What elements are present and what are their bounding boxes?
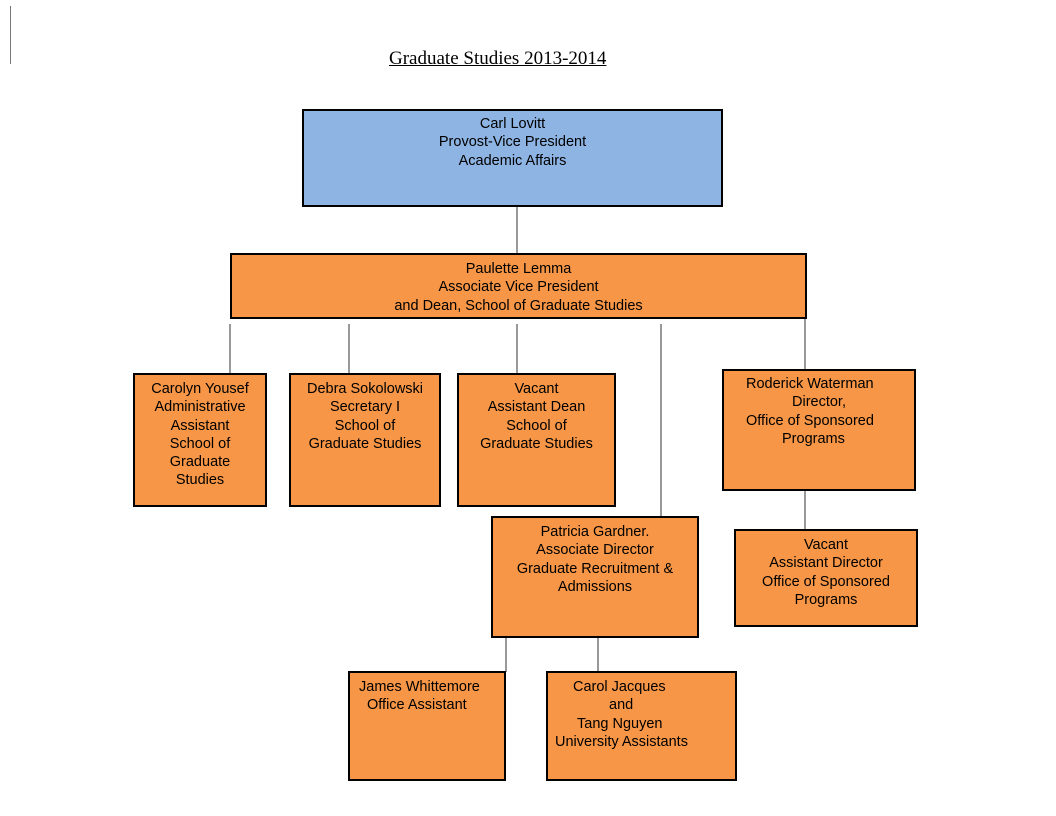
node-line: Secretary I bbox=[329, 399, 401, 416]
node-line: James Whittemore bbox=[359, 679, 480, 695]
node-line: School of bbox=[169, 435, 231, 452]
node-line: Office Assistant bbox=[367, 697, 467, 714]
node-line: Admissions bbox=[557, 578, 633, 595]
node-line: Associate Vice President bbox=[438, 279, 599, 296]
node-line: Tang Nguyen bbox=[577, 715, 663, 732]
node-line: Assistant bbox=[170, 417, 230, 434]
node-line: Roderick Waterman bbox=[746, 376, 874, 392]
node-line: Studies bbox=[175, 472, 225, 489]
node-yousef: Carolyn Yousef Administrative Assistant … bbox=[133, 373, 267, 507]
node-line: Paulette Lemma bbox=[465, 261, 572, 277]
node-line: Academic Affairs bbox=[458, 152, 567, 169]
node-line: and Dean, School of Graduate Studies bbox=[394, 297, 643, 314]
node-line: Assistant Dean bbox=[487, 399, 586, 416]
node-jacques: Carol Jacques and Tang Nguyen University… bbox=[546, 671, 737, 781]
node-line: Programs bbox=[794, 591, 858, 608]
node-whittemore: James Whittemore Office Assistant bbox=[348, 671, 506, 781]
node-line: Administrative bbox=[154, 399, 246, 416]
node-line: Graduate Studies bbox=[308, 435, 422, 452]
node-line: Provost-Vice President bbox=[438, 134, 587, 151]
node-line: Associate Director bbox=[536, 542, 654, 559]
node-line: Vacant bbox=[514, 381, 559, 397]
node-line: Carol Jacques bbox=[573, 679, 666, 695]
node-line: Debra Sokolowski bbox=[306, 381, 424, 397]
node-sokolowski: Debra Sokolowski Secretary I School of G… bbox=[289, 373, 441, 507]
node-line: Vacant bbox=[803, 537, 849, 553]
chart-title: Graduate Studies 2013-2014 bbox=[389, 48, 607, 69]
node-line: Carolyn Yousef bbox=[151, 381, 249, 397]
node-line: School of bbox=[506, 417, 567, 434]
node-line: Programs bbox=[782, 430, 845, 447]
node-line: Office of Sponsored bbox=[762, 573, 890, 590]
node-lemma: Paulette Lemma Associate Vice President … bbox=[230, 253, 807, 319]
node-line: Graduate Studies bbox=[480, 435, 593, 452]
node-gardner: Patricia Gardner. Associate Director Gra… bbox=[491, 516, 699, 638]
node-line: Patricia Gardner. bbox=[540, 524, 650, 540]
node-line: Assistant Director bbox=[769, 555, 883, 572]
node-line: Graduate Recruitment & bbox=[516, 560, 674, 577]
node-asst-dean: Vacant Assistant Dean School of Graduate… bbox=[457, 373, 616, 507]
node-waterman: Roderick Waterman Director, Office of Sp… bbox=[722, 369, 916, 491]
node-line: Carl Lovitt bbox=[479, 116, 546, 132]
node-line: Office of Sponsored bbox=[746, 412, 874, 429]
node-line: Graduate bbox=[169, 454, 231, 471]
node-line: Director, bbox=[792, 394, 846, 411]
node-lovitt: Carl Lovitt Provost-Vice President Acade… bbox=[302, 109, 723, 207]
margin-mark bbox=[10, 6, 11, 64]
node-line: and bbox=[609, 697, 634, 714]
node-line: School of bbox=[334, 417, 396, 434]
node-asst-dir: Vacant Assistant Director Office of Spon… bbox=[734, 529, 918, 627]
node-line: University Assistants bbox=[555, 733, 688, 750]
